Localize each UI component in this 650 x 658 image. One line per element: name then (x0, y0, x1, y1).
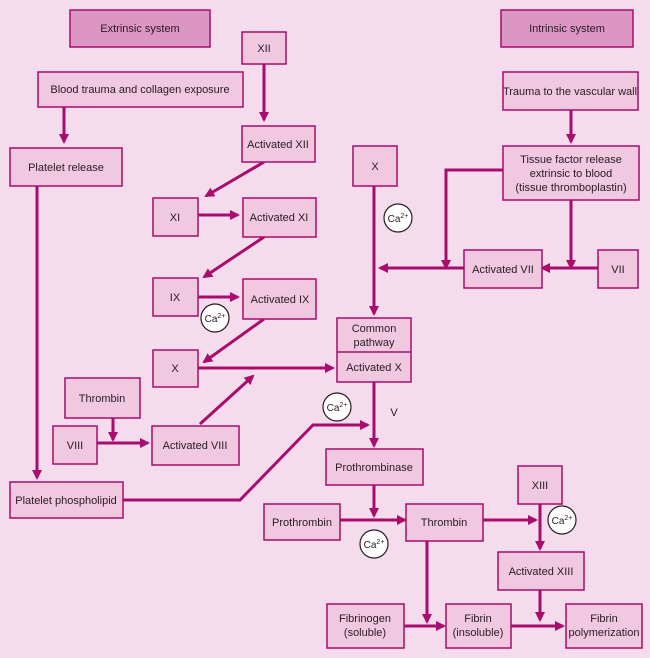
node-thrombin-top-box (64, 377, 141, 419)
node-ix-box (152, 277, 199, 317)
node-fibrin-polymerization-box (565, 603, 643, 649)
label-v: V (390, 407, 398, 419)
node-blood-trauma-box (37, 71, 244, 108)
label-fibrin-poly-1: Fibrin (590, 613, 618, 625)
label-xii: XII (257, 43, 270, 55)
texts: Extrinsic system Intrinsic system XII Bl… (15, 23, 639, 639)
header-intrinsic-box (500, 9, 634, 48)
label-activated-xiii: Activated XIII (509, 566, 574, 578)
calcium-label-ix: Ca2+ (205, 313, 226, 325)
label-activated-xii: Activated XII (247, 139, 309, 151)
calcium-circle-ix (200, 303, 230, 333)
label-ix: IX (170, 292, 181, 304)
label-activated-viii: Activated VIII (163, 440, 228, 452)
node-platelet-phospholipid-box (9, 481, 124, 519)
label-prothrombinase: Prothrombinase (335, 462, 413, 474)
label-tissue-factor-1: Tissue factor release (520, 154, 622, 166)
label-thrombin-top: Thrombin (79, 393, 125, 405)
label-x-top: X (371, 161, 379, 173)
node-activated-ix-box (242, 278, 317, 320)
calcium-circles (200, 203, 577, 559)
calcium-label-prothrombin: Ca2+ (364, 539, 385, 551)
arrow-tissue-factor-left (441, 168, 503, 270)
node-platelet-release-box (9, 147, 123, 187)
node-x-top-box (352, 145, 398, 187)
label-common-pathway-2: pathway (354, 337, 395, 349)
node-activated-xii-box (241, 125, 316, 163)
label-trauma-wall: Trauma to the vascular wall (503, 86, 637, 98)
node-tissue-factor-box (502, 145, 640, 201)
boxes (9, 9, 643, 649)
node-fibrinogen-box (326, 603, 405, 649)
calcium-circle-common (322, 392, 352, 422)
label-fibrinogen-1: Fibrinogen (339, 613, 391, 625)
node-xiii-box (517, 465, 563, 505)
header-extrinsic: Extrinsic system (100, 23, 179, 35)
label-viii: VIII (67, 440, 84, 452)
node-prothrombinase-box (325, 448, 424, 486)
label-vii: VII (611, 264, 624, 276)
node-xii-box (241, 31, 287, 65)
label-xiii: XIII (532, 480, 549, 492)
label-platelet-release: Platelet release (28, 162, 104, 174)
label-fibrin-1: Fibrin (464, 613, 492, 625)
node-viii-box (52, 425, 98, 465)
arrow-activated-xii-to-activated-xi (204, 160, 265, 198)
label-tissue-factor-2: extrinsic to blood (530, 168, 613, 180)
arrow-activated-xi-to-ix (202, 235, 265, 279)
node-vii-box (597, 249, 639, 289)
node-x-mid-box (152, 349, 199, 388)
label-activated-xi: Activated XI (250, 212, 309, 224)
label-fibrin-poly-2: polymerization (569, 627, 640, 639)
arrow-phospholipid-to-prothrombinase (123, 420, 370, 502)
calcium-label-x-top: Ca2+ (388, 213, 409, 225)
calcium-label-xiii: Ca2+ (552, 515, 573, 527)
header-extrinsic-box (69, 9, 211, 48)
node-activated-viii-box (151, 425, 240, 466)
label-fibrinogen-2: (soluble) (344, 627, 386, 639)
calcium-circle-xiii (547, 505, 577, 535)
calcium-label-common: Ca2+ (327, 402, 348, 414)
label-x-mid: X (171, 363, 179, 375)
arrow-activated-ix-to-x (202, 317, 265, 364)
arrow-activated-viii-up (198, 374, 255, 426)
label-tissue-factor-3: (tissue thromboplastin) (515, 182, 626, 194)
node-trauma-wall-box (502, 71, 639, 111)
connectors (32, 64, 598, 631)
label-xi: XI (170, 212, 180, 224)
label-fibrin-2: (insoluble) (453, 627, 504, 639)
node-thrombin-box (405, 503, 484, 542)
label-activated-x: Activated X (346, 362, 402, 374)
label-activated-vii: Activated VII (472, 264, 534, 276)
node-activated-vii-box (463, 249, 543, 289)
node-xi-box (152, 197, 199, 237)
node-activated-xiii-box (497, 551, 585, 591)
label-prothrombin: Prothrombin (272, 517, 332, 529)
calcium-circle-x-top (383, 203, 413, 233)
node-activated-xi-box (242, 197, 317, 238)
node-prothrombin-box (263, 503, 341, 541)
calcium-circle-prothrombin (359, 529, 389, 559)
header-intrinsic: Intrinsic system (529, 23, 605, 35)
node-fibrin-box (445, 603, 512, 649)
label-platelet-phospholipid: Platelet phospholipid (15, 495, 117, 507)
node-common-pathway-box (336, 317, 412, 383)
label-activated-ix: Activated IX (251, 294, 310, 306)
label-blood-trauma: Blood trauma and collagen exposure (50, 84, 229, 96)
label-thrombin: Thrombin (421, 517, 467, 529)
label-common-pathway-1: Common (352, 323, 397, 335)
